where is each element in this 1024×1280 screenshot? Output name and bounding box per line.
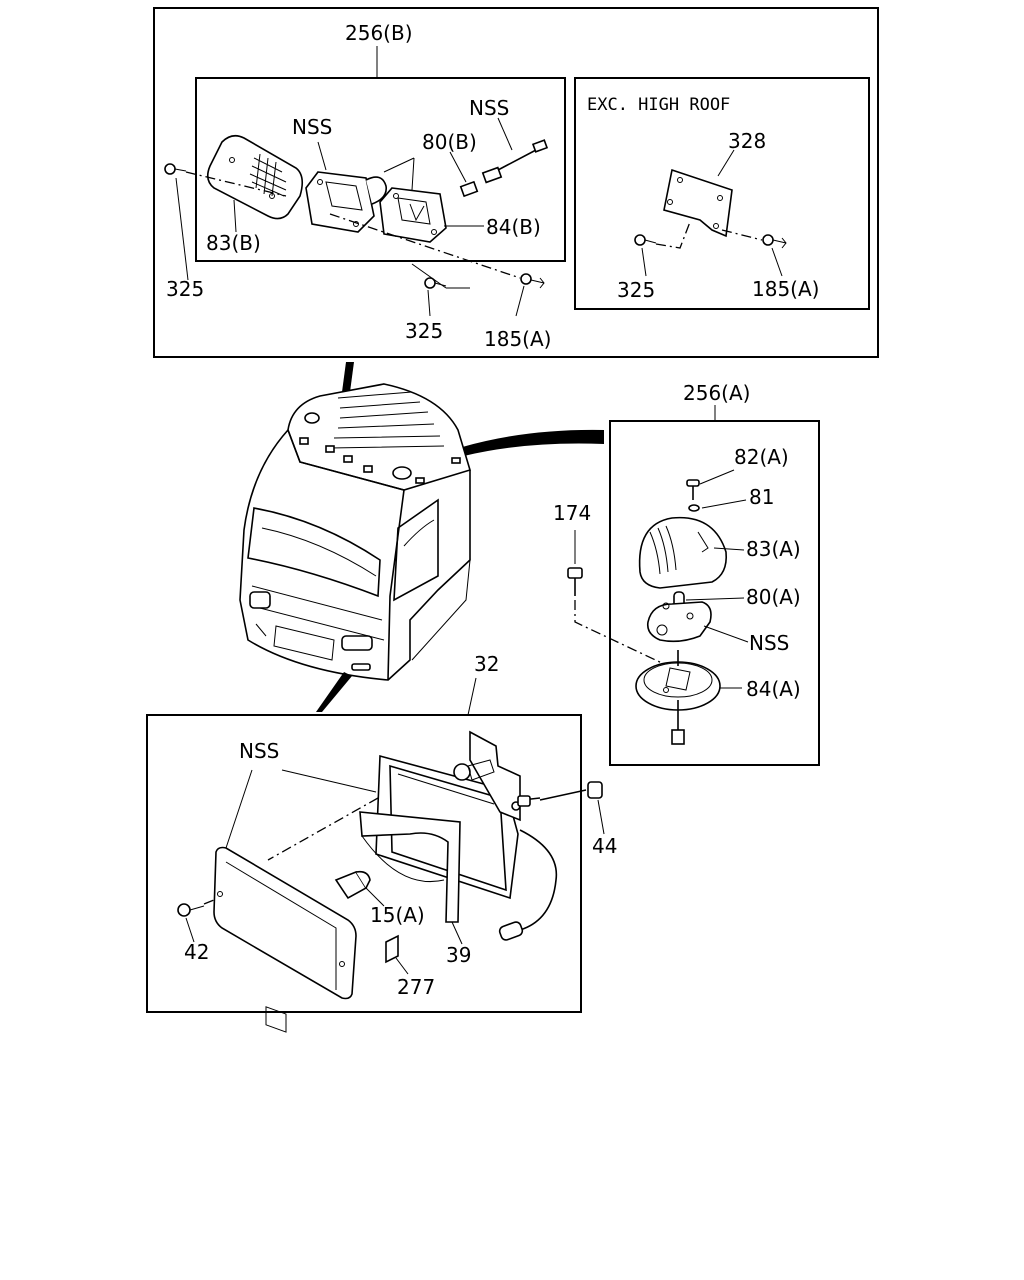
- label-325-inset: 325: [617, 278, 655, 302]
- lamp-housing-icon: [305, 171, 388, 233]
- inset-frame: [574, 77, 870, 310]
- nut-44-icon: [587, 781, 603, 799]
- label-82a: 82(A): [734, 445, 789, 469]
- washer-81-icon: [688, 504, 700, 512]
- label-325-bottom: 325: [405, 319, 443, 343]
- label-277: 277: [397, 975, 435, 999]
- label-80a: 80(A): [746, 585, 801, 609]
- lens-83b-icon: [206, 134, 304, 220]
- screw-82a-icon: [686, 479, 700, 500]
- bottom-assembly-group: 32: [146, 652, 617, 1033]
- callout-right-pointer: [420, 429, 604, 468]
- fog-lamp-lens-icon: [213, 846, 357, 1033]
- inset-exc-high-roof: EXC. HIGH ROOF 328 325 185(A): [574, 77, 870, 310]
- label-15a: 15(A): [370, 903, 425, 927]
- label-84b: 84(B): [486, 215, 541, 239]
- label-nss-right: NSS: [749, 631, 789, 655]
- bottom-frame: [146, 714, 582, 1013]
- label-32: 32: [474, 652, 499, 676]
- inset-title: EXC. HIGH ROOF: [587, 95, 730, 115]
- clip-185a-icon: [520, 273, 545, 289]
- band-39-icon: [359, 811, 461, 923]
- label-256b: 256(B): [345, 21, 413, 45]
- base-84a-icon: [635, 650, 721, 745]
- clip-185a-inset-icon: [762, 234, 787, 249]
- top-inner-frame: [195, 77, 566, 262]
- truck-cab-illustration: [239, 362, 604, 712]
- plate-328-icon: [663, 168, 733, 238]
- socket-84b-icon: [379, 187, 447, 243]
- label-nss-top-left: NSS: [292, 115, 332, 139]
- label-325-left: 325: [166, 277, 204, 301]
- lens-83a-icon: [638, 516, 728, 589]
- bolt-174-icon: [567, 567, 583, 596]
- label-80b: 80(B): [422, 130, 477, 154]
- screw-42-icon: [177, 903, 205, 917]
- clip-277-icon: [385, 934, 399, 964]
- label-174: 174: [553, 501, 591, 525]
- label-39: 39: [446, 943, 471, 967]
- label-185a-top: 185(A): [484, 327, 551, 351]
- holder-nss-icon: [646, 601, 712, 643]
- screw-325-left-icon: [164, 163, 187, 175]
- callout-bottom-pointer: [316, 672, 352, 712]
- mount-bracket-icon: [453, 730, 521, 822]
- label-44: 44: [592, 834, 617, 858]
- label-nss-bottom: NSS: [239, 739, 279, 763]
- screw-325-inset-icon: [634, 234, 657, 246]
- label-256a: 256(A): [683, 381, 750, 405]
- top-outer-frame: [153, 7, 879, 358]
- right-assembly-group: 256(A): [553, 381, 820, 766]
- label-42: 42: [184, 940, 209, 964]
- label-328: 328: [728, 129, 766, 153]
- label-83b: 83(B): [206, 231, 261, 255]
- bulb-80b-icon: [459, 139, 549, 198]
- label-81: 81: [749, 485, 774, 509]
- label-83a: 83(A): [746, 537, 801, 561]
- screw-325-bottom-icon: [424, 277, 447, 289]
- label-nss-top-right: NSS: [469, 96, 509, 120]
- label-84a: 84(A): [746, 677, 801, 701]
- label-185a-inset: 185(A): [752, 277, 819, 301]
- top-assembly-group: 256(B): [153, 7, 879, 358]
- bulb-15a-icon: [334, 870, 371, 900]
